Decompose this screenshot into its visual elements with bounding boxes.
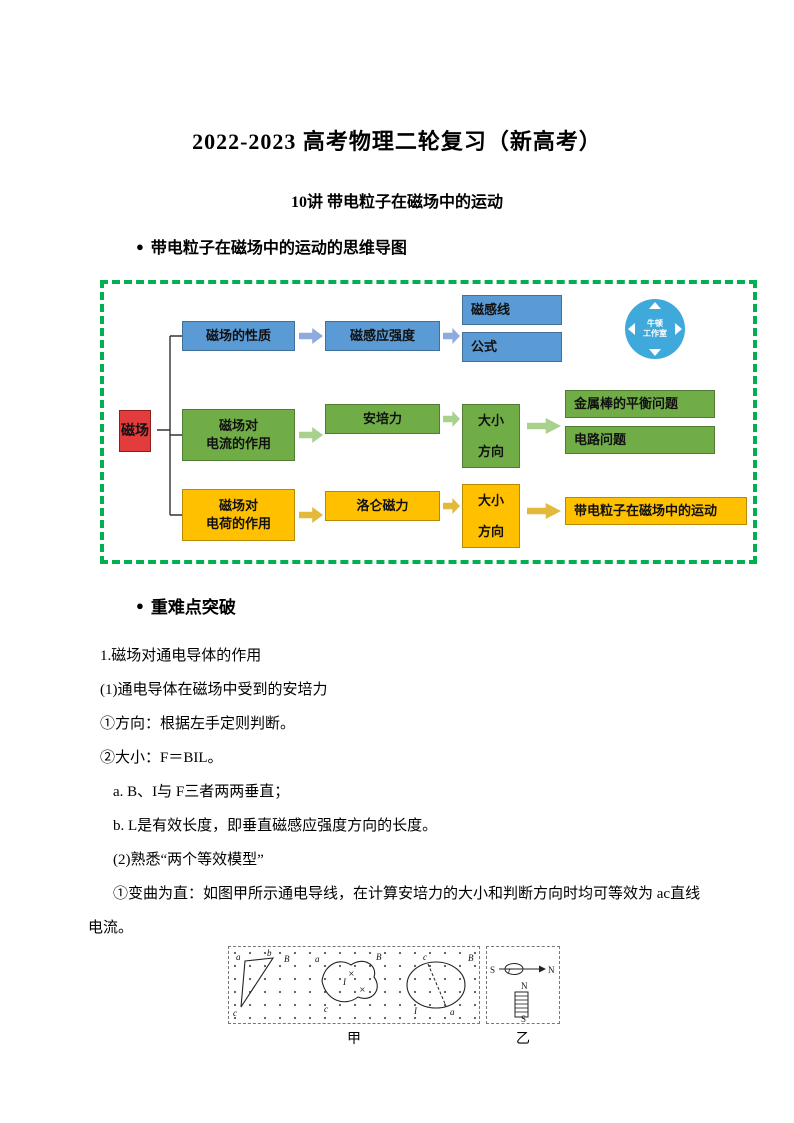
label-S: S	[521, 1014, 526, 1023]
node-magnitude-direction-charge: 大小 方向	[462, 484, 520, 548]
paragraph: ①方向：根据左手定则判断。	[100, 716, 296, 732]
figure-yi-diagram: S r N N S	[486, 946, 560, 1024]
figure-yi: S r N N S 乙	[486, 946, 560, 1048]
content-section: 1.磁场对通电导体的作用 (1)通电导体在磁场中受到的安培力 ①方向：根据左手定…	[88, 639, 710, 945]
paragraph: ①变曲为直：如图甲所示通电导线，在计算安培力的大小和判断方向时均可等效为 ac直…	[88, 886, 701, 936]
triangle-wire	[240, 957, 275, 1008]
solenoid-coil	[514, 991, 529, 1018]
node-field-on-current: 磁场对 电流的作用	[182, 409, 295, 461]
label-a: a	[315, 954, 320, 964]
field-into-page-icon: ×	[359, 985, 366, 994]
node-charged-particle-motion: 带电粒子在磁场中的运动	[565, 497, 747, 525]
bullet-icon: ●	[136, 238, 144, 254]
label-c: c	[423, 952, 427, 962]
bracket-connector	[157, 335, 182, 516]
mindmap-root-magnetic-field: 磁场	[119, 410, 151, 452]
node-field-lines: 磁感线	[462, 295, 562, 325]
label-a: a	[450, 1007, 455, 1017]
paragraph: (1)通电导体在磁场中受到的安培力	[100, 682, 328, 698]
paragraph: (2)熟悉“两个等效模型”	[113, 852, 264, 868]
paragraph: ②大小：F＝BIL。	[100, 750, 223, 766]
mindmap-flowchart: 磁场 磁场的性质 磁感应强度 磁感线 公式 牛顿 工作室 磁场对 电流的作用 安…	[100, 280, 757, 564]
label-b: b	[267, 948, 272, 958]
arrow-left-icon	[628, 323, 635, 335]
label-N: N	[548, 965, 555, 975]
figure-row: a b B c a B I c × × c B I a	[228, 946, 560, 1048]
label-a: a	[236, 952, 241, 962]
section-heading-mindmap-text: 带电粒子在磁场中的运动的思维导图	[150, 240, 407, 257]
bullet-icon: ●	[136, 598, 144, 613]
label-B: B	[376, 952, 382, 962]
node-flux-density: 磁感应强度	[325, 321, 440, 351]
label-c: c	[233, 1008, 237, 1018]
section-heading-keypoints: ● 重难点突破	[136, 593, 236, 618]
node-rod-equilibrium: 金属棒的平衡问题	[565, 390, 715, 418]
magnet-solenoid-diagram: S r N N S	[490, 963, 555, 1023]
node-ampere-force: 安培力	[325, 404, 440, 434]
arrowhead-icon	[539, 965, 546, 973]
arrow-up-icon	[649, 302, 661, 309]
section-heading-mindmap: ● 带电粒子在磁场中的运动的思维导图	[136, 234, 407, 258]
node-field-properties: 磁场的性质	[182, 321, 295, 351]
studio-badge: 牛顿 工作室	[625, 299, 685, 359]
label-c: c	[324, 1004, 328, 1014]
label-I: I	[342, 977, 347, 987]
page-title: 2022-2023 高考物理二轮复习（新高考）	[192, 129, 602, 154]
label-r: r	[508, 965, 512, 975]
studio-badge-label: 牛顿 工作室	[643, 319, 667, 338]
paragraph: b. L是有效长度，即垂直磁感应强度方向的长度。	[113, 818, 438, 834]
node-magnitude-direction-current: 大小 方向	[462, 404, 520, 468]
curved-wire-loop	[321, 960, 378, 1003]
figure-jia-caption: 甲	[347, 1032, 361, 1047]
section-heading-keypoints-text: 重难点突破	[150, 598, 236, 617]
node-formula: 公式	[462, 332, 562, 362]
node-lorentz-force: 洛仑磁力	[325, 491, 440, 521]
field-into-page-icon: ×	[348, 969, 355, 978]
arrow-down-icon	[649, 349, 661, 356]
figure-yi-caption: 乙	[516, 1032, 530, 1047]
label-B: B	[468, 953, 474, 963]
field-dots-pattern	[231, 950, 477, 1020]
current-ring	[504, 963, 524, 975]
node-circuit-problem: 电路问题	[565, 426, 715, 454]
page-subtitle: 10讲 带电粒子在磁场中的运动	[290, 194, 503, 211]
circular-wire-loop	[406, 961, 466, 1009]
node-field-on-charge: 磁场对 电荷的作用	[182, 489, 295, 541]
figure-jia-diagram: a b B c a B I c × × c B I a	[228, 946, 480, 1024]
wire-equivalence-diagram: a b B c a B I c × × c B I a	[231, 948, 477, 1020]
figure-jia: a b B c a B I c × × c B I a	[228, 946, 480, 1048]
equivalent-chord-line	[427, 963, 447, 1007]
label-S: S	[490, 965, 495, 975]
label-B: B	[284, 954, 290, 964]
label-I: I	[413, 1006, 418, 1016]
arrow-right-icon	[675, 323, 682, 335]
label-N: N	[521, 981, 528, 991]
paragraph: 1.磁场对通电导体的作用	[100, 648, 262, 664]
paragraph: a. B、I与 F三者两两垂直；	[113, 784, 290, 800]
